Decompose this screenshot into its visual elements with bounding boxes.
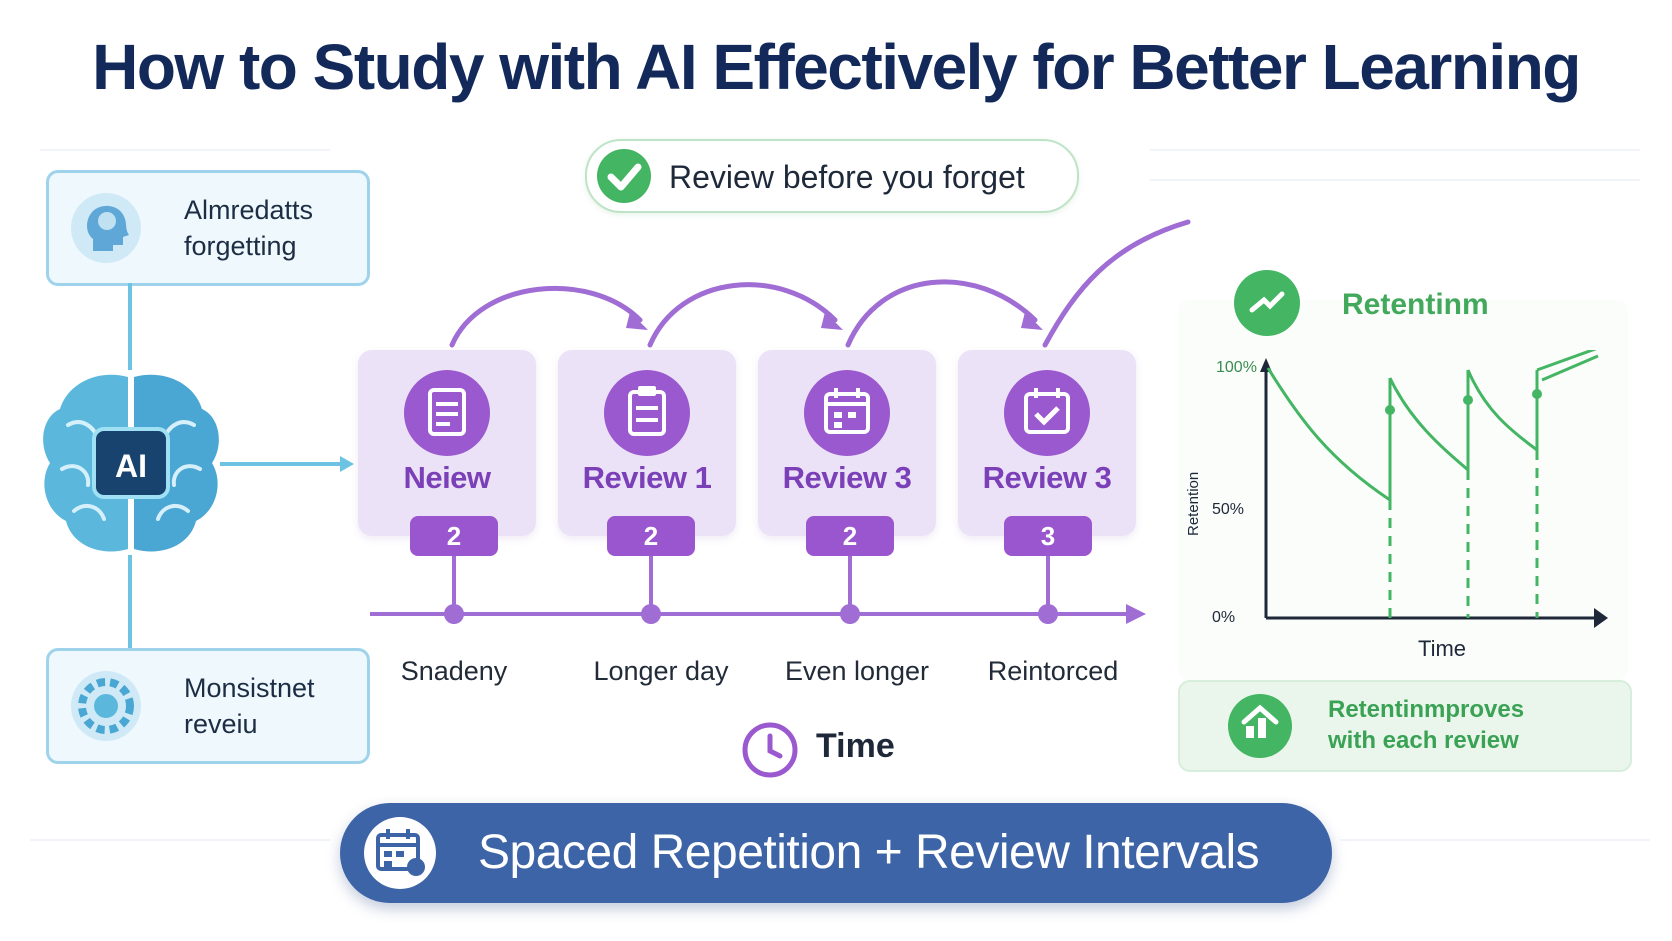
growth-icon — [1228, 694, 1292, 758]
review-card-3-label: Review 3 — [782, 460, 912, 495]
timeline-label-3: Even longer — [784, 656, 930, 686]
retention-note-line2: with each review — [1328, 727, 1519, 754]
calendar-grid-icon — [364, 817, 436, 889]
trend-icon — [1234, 270, 1300, 336]
page-title: How to Study with AI Effectively for Bet… — [92, 31, 1581, 103]
clock-icon — [740, 720, 800, 780]
review-card-1: Neiew — [358, 350, 536, 536]
forgetting-box-line1: Almredatts — [184, 195, 314, 225]
clipboard-icon — [604, 370, 690, 456]
consistent-review-line1: Monsistnet — [184, 673, 315, 703]
review-card-2-label: Review 1 — [582, 460, 712, 495]
review-card-4-label: Review 3 — [982, 460, 1112, 495]
retention-curve-chart: 100% 50% 0% Retention Time — [1185, 350, 1608, 660]
calendar-icon — [804, 370, 890, 456]
gear-brain-icon — [71, 671, 141, 741]
retention-y-mid: 50% — [1212, 501, 1244, 518]
review-card-2-badge: 2 — [607, 516, 695, 556]
calendar-check-icon — [1004, 370, 1090, 456]
check-icon — [597, 149, 651, 203]
retention-x-axis-label: Time — [1418, 636, 1466, 660]
bottom-banner: Spaced Repetition + Review Intervals — [340, 803, 1332, 903]
timeline-label-1: Snadeny — [400, 656, 508, 686]
review-reminder-pill: Review before you forget — [585, 139, 1079, 213]
review-card-1-badge: 2 — [410, 516, 498, 556]
consistent-review-line2: reveiu — [184, 709, 258, 739]
review-card-3: Review 3 — [758, 350, 936, 536]
document-icon — [404, 370, 490, 456]
review-card-4-badge: 3 — [1004, 516, 1092, 556]
retention-y-top: 100% — [1216, 359, 1257, 376]
retention-y-axis-label: Retention — [1185, 472, 1202, 536]
review-card-2: Review 1 — [558, 350, 736, 536]
review-card-4: Review 3 — [958, 350, 1136, 536]
timeline-label-2: Longer day — [593, 656, 729, 686]
bottom-banner-text: Spaced Repetition + Review Intervals — [478, 826, 1260, 879]
retention-y-bottom: 0% — [1212, 609, 1235, 626]
ai-brain-icon: AI — [38, 365, 224, 561]
retention-heading: Retentinm — [1342, 288, 1489, 321]
retention-note-line1: Retentinmproves — [1328, 696, 1525, 723]
review-reminder-text: Review before you forget — [669, 159, 1025, 195]
timeline-label-4: Reintorced — [987, 656, 1119, 686]
retention-note: Retentinmproves with each review — [1178, 680, 1632, 772]
review-card-3-badge: 2 — [806, 516, 894, 556]
forgetting-box: Almredatts forgetting — [46, 170, 370, 286]
time-label: Time — [816, 727, 895, 765]
head-brain-icon — [71, 193, 141, 263]
forgetting-box-line2: forgetting — [184, 231, 297, 261]
review-card-1-label: Neiew — [403, 460, 491, 495]
ai-brain-label: AI — [115, 448, 147, 484]
consistent-review-box: Monsistnet reveiu — [46, 648, 370, 764]
